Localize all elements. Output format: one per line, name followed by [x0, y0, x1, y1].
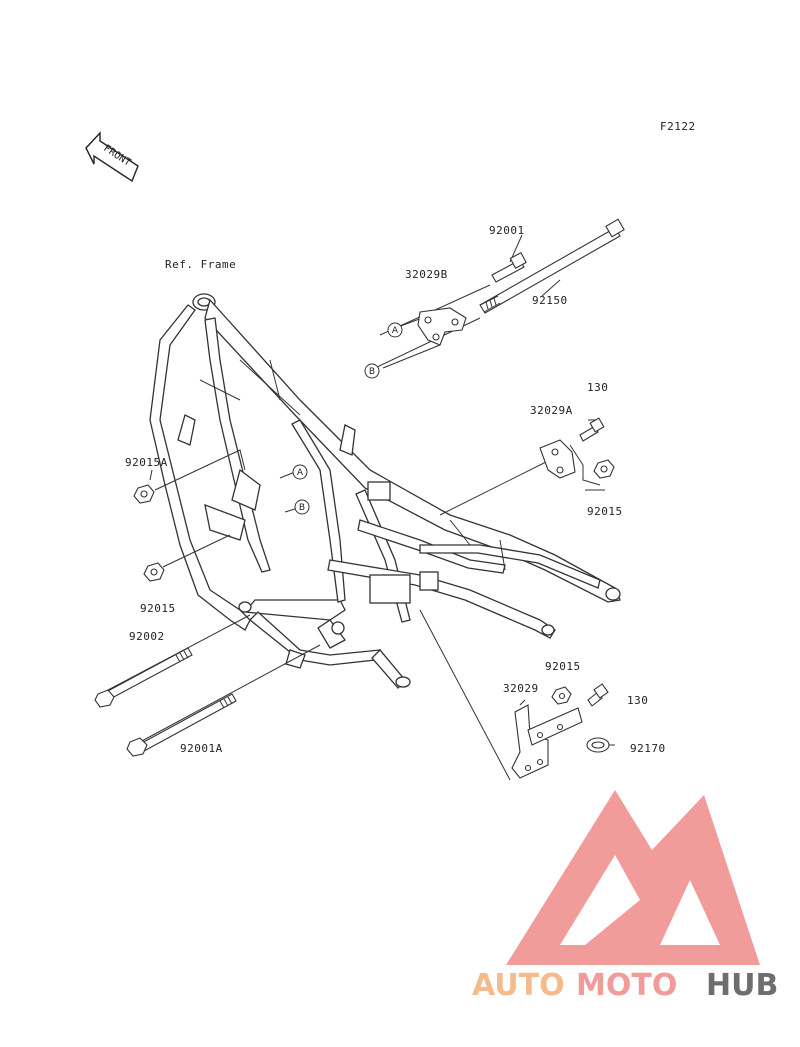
- bolt-92001A: [126, 693, 237, 757]
- bolt-130-bottom: [587, 683, 609, 707]
- bolt-92002: [94, 647, 193, 708]
- label-32029B: 32029B: [405, 268, 448, 281]
- label-130-bottom: 130: [627, 694, 648, 707]
- label-130-top: 130: [587, 381, 608, 394]
- ref-frame-label: Ref. Frame: [165, 258, 236, 271]
- bolt-92150: [479, 218, 625, 314]
- label-92002: 92002: [129, 630, 165, 643]
- logo-text-auto: AUTO: [472, 968, 565, 1003]
- callout-a-lower: A: [292, 464, 308, 480]
- label-92170: 92170: [630, 742, 666, 755]
- motorcycle-frame: [149, 293, 621, 689]
- ring-92170: [586, 737, 610, 753]
- logo-text-hub: HUB: [706, 968, 778, 1003]
- bolt-92001: [491, 252, 527, 283]
- svg-text:B: B: [369, 367, 375, 377]
- callout-b-lower: B: [294, 499, 310, 515]
- label-92015-bottom: 92015: [545, 660, 581, 673]
- front-arrow-icon: FRONT: [85, 131, 139, 183]
- label-92015A: 92015A: [125, 456, 168, 469]
- label-92001A: 92001A: [180, 742, 223, 755]
- nut-92015-right: [593, 459, 615, 479]
- nut-92015A: [133, 484, 155, 504]
- label-92015-left: 92015: [140, 602, 176, 615]
- label-92001: 92001: [489, 224, 525, 237]
- svg-text:B: B: [299, 503, 305, 513]
- label-92015-right: 92015: [587, 505, 623, 518]
- nut-92015-bottom: [551, 686, 572, 705]
- svg-text:A: A: [392, 326, 399, 336]
- callout-a-upper: A: [387, 322, 403, 338]
- callout-b-upper: B: [364, 363, 380, 379]
- automotohub-logo: AUTO MOTO HUB: [472, 790, 778, 1003]
- nut-92015-left: [143, 562, 165, 582]
- bracket-32029B: [417, 307, 467, 346]
- bolt-130-top: [579, 417, 605, 442]
- label-92150: 92150: [532, 294, 568, 307]
- label-32029A: 32029A: [530, 404, 573, 417]
- label-32029: 32029: [503, 682, 539, 695]
- svg-text:A: A: [297, 468, 304, 478]
- bracket-32029A: [539, 439, 576, 479]
- bracket-32029: [511, 704, 583, 779]
- figure-code: F2122: [660, 120, 696, 133]
- logo-text-moto: MOTO: [576, 968, 677, 1003]
